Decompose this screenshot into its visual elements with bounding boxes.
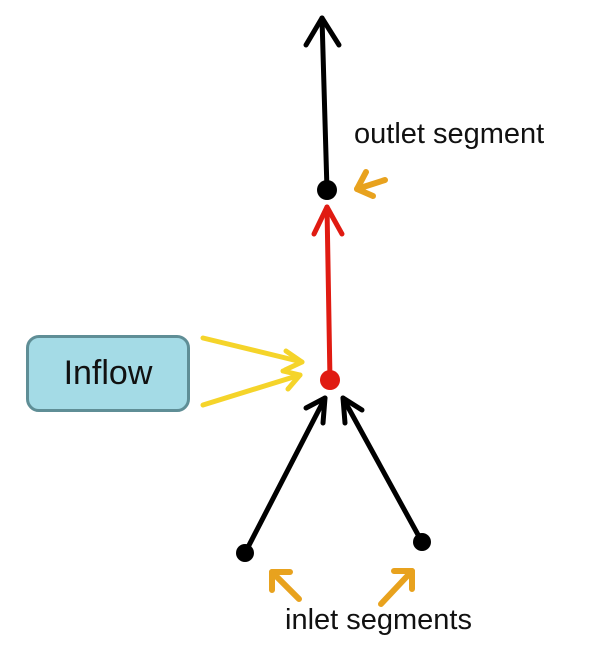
right-inlet-pointer-arrow [378,568,415,607]
left-inlet-node [236,544,254,562]
left-inlet-pointer-arrow [269,569,302,602]
right-inlet-node [413,533,431,551]
inlet-segments-label: inlet segments [285,604,472,636]
inflow-box: Inflow [26,335,190,412]
junction-node [320,370,340,390]
inflow-arrows [200,335,305,408]
outlet-node [317,180,337,200]
left-inlet-segment [242,395,328,556]
outlet-segment-label: outlet segment [354,118,545,150]
main-segment [311,204,345,383]
inflow-label: Inflow [63,354,153,392]
outlet-segment [303,15,342,193]
right-inlet-segment [340,395,425,545]
outlet-pointer-arrow [354,169,388,199]
